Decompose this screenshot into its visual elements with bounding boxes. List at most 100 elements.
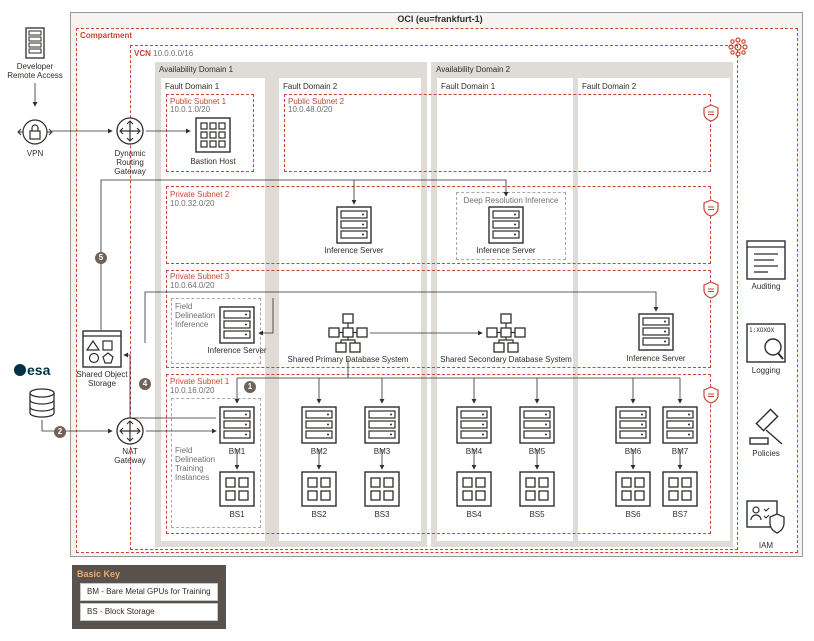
fd-label: Fault Domain 2 — [283, 82, 338, 91]
public-subnet-2 — [284, 94, 711, 172]
security-list-icon — [703, 104, 719, 122]
step-badge: 5 — [95, 252, 107, 264]
vpn-label: VPN — [26, 149, 44, 158]
fault-domain-ad1-fd2 — [279, 78, 421, 541]
inference-server-label: Inference Server — [207, 346, 267, 355]
bm-label: BM1 — [228, 447, 246, 456]
block-storage-icon[interactable] — [662, 471, 698, 512]
inference-server-label: Inference Server — [626, 354, 686, 363]
database-system-icon[interactable] — [486, 313, 526, 353]
bs-label: BS3 — [374, 510, 390, 519]
security-list-icon — [703, 386, 719, 404]
inference-server-icon[interactable] — [488, 206, 524, 244]
bare-metal-server-icon[interactable] — [301, 406, 337, 449]
bm-label: BM7 — [671, 447, 689, 456]
subnet-cidr: 10.0.32.0/20 — [170, 199, 215, 208]
inference-server-icon[interactable] — [336, 206, 372, 244]
fd-label: Fault Domain 1 — [441, 82, 496, 91]
subnet-cidr: 10.0.1.0/20 — [170, 105, 211, 114]
developer-label: Developer Remote Access — [7, 62, 63, 80]
step-badge: 1 — [244, 381, 256, 393]
compartment-label: Compartment — [80, 31, 133, 40]
vcn-name: VCN — [134, 49, 151, 58]
block-storage-icon[interactable] — [364, 471, 400, 512]
bs-label: BS2 — [311, 510, 327, 519]
bs-label: BS4 — [466, 510, 482, 519]
nat-gateway-label: NAT Gateway — [114, 447, 146, 465]
subnet-name: Public Subnet 2 — [288, 97, 345, 106]
logging-icon[interactable] — [746, 323, 786, 363]
secondary-db-label: Shared Secondary Database System — [440, 355, 572, 364]
block-storage-icon[interactable] — [519, 471, 555, 512]
subnet-cidr: 10.0.48.0/20 — [288, 105, 333, 114]
esa-icon — [14, 364, 26, 376]
subnet-cidr: 10.0.64.0/20 — [170, 281, 215, 290]
bm-label: BM5 — [528, 447, 546, 456]
step-badge: 4 — [139, 378, 151, 390]
bastion-host-icon[interactable] — [195, 117, 231, 153]
bare-metal-server-icon[interactable] — [662, 406, 698, 449]
block-storage-icon[interactable] — [219, 471, 255, 512]
bs-label: BS7 — [672, 510, 688, 519]
security-list-icon — [703, 281, 719, 299]
service-label: Logging — [751, 366, 781, 375]
bm-label: BM6 — [624, 447, 642, 456]
block-storage-icon[interactable] — [456, 471, 492, 512]
object-storage-icon[interactable] — [82, 330, 122, 368]
auditing-icon[interactable] — [746, 240, 786, 280]
block-storage-icon[interactable] — [301, 471, 337, 512]
bare-metal-server-icon[interactable] — [456, 406, 492, 449]
private-subnet-2 — [166, 186, 711, 264]
drg-icon[interactable] — [115, 116, 145, 146]
block-storage-icon[interactable] — [615, 471, 651, 512]
esa-logo: esa — [14, 362, 50, 378]
private-subnet-3 — [166, 270, 711, 368]
bastion-label: Bastion Host — [190, 157, 236, 166]
public-subnet-1 — [166, 94, 254, 172]
deep-resolution-label: Deep Resolution Inference — [463, 196, 559, 205]
vpn-icon[interactable] — [17, 115, 53, 149]
esa-text: esa — [27, 362, 51, 378]
key-item: BS - Block Storage — [80, 603, 218, 621]
nat-gateway-icon[interactable] — [115, 416, 145, 446]
primary-db-label: Shared Primary Database System — [287, 355, 409, 364]
vcn-cidr: 10.0.0.0/16 — [153, 49, 194, 58]
service-label: IAM — [758, 541, 774, 550]
key-item: BM - Bare Metal GPUs for Training — [80, 583, 218, 601]
database-system-icon[interactable] — [328, 313, 368, 353]
private-subnet-1 — [166, 374, 711, 534]
bm-label: BM2 — [310, 447, 328, 456]
step-badge: 2 — [54, 426, 66, 438]
field-training-group — [171, 398, 261, 528]
field-inference-label: Field Delineation Inference — [175, 302, 216, 329]
inference-server-label: Inference Server — [476, 246, 536, 255]
bm-label: BM3 — [373, 447, 391, 456]
deep-resolution-group — [456, 192, 566, 260]
inference-server-icon[interactable] — [638, 313, 674, 351]
bm-label: BM4 — [465, 447, 483, 456]
vcn-label: VCN 10.0.0.0/16 — [134, 49, 193, 58]
database-icon — [29, 388, 55, 418]
inference-server-icon[interactable] — [219, 306, 255, 344]
drg-label: Dynamic Routing Gateway — [114, 149, 146, 176]
bs-label: BS6 — [625, 510, 641, 519]
field-training-label: Field Delineation Training Instances — [175, 446, 216, 482]
bare-metal-server-icon[interactable] — [219, 406, 255, 449]
bare-metal-server-icon[interactable] — [364, 406, 400, 449]
service-label: Policies — [752, 449, 780, 458]
subnet-name: Private Subnet 3 — [170, 272, 230, 281]
object-storage-label: Shared Object Storage — [76, 370, 128, 388]
fd-label: Fault Domain 1 — [165, 82, 220, 91]
policies-gavel-icon[interactable] — [748, 408, 786, 446]
bare-metal-server-icon[interactable] — [519, 406, 555, 449]
subnet-name: Private Subnet 1 — [170, 377, 230, 386]
service-label: Auditing — [751, 282, 781, 291]
bare-metal-server-icon[interactable] — [615, 406, 651, 449]
subnet-name: Private Subnet 2 — [170, 190, 230, 199]
vcn-icon — [728, 37, 748, 57]
subnet-cidr: 10.0.16.0/20 — [170, 386, 215, 395]
region-title: OCI (eu=frankfurt-1) — [397, 14, 483, 24]
iam-icon[interactable] — [746, 500, 786, 536]
ad2-label: Availability Domain 2 — [436, 65, 511, 74]
basic-key-title: Basic Key — [77, 569, 121, 579]
